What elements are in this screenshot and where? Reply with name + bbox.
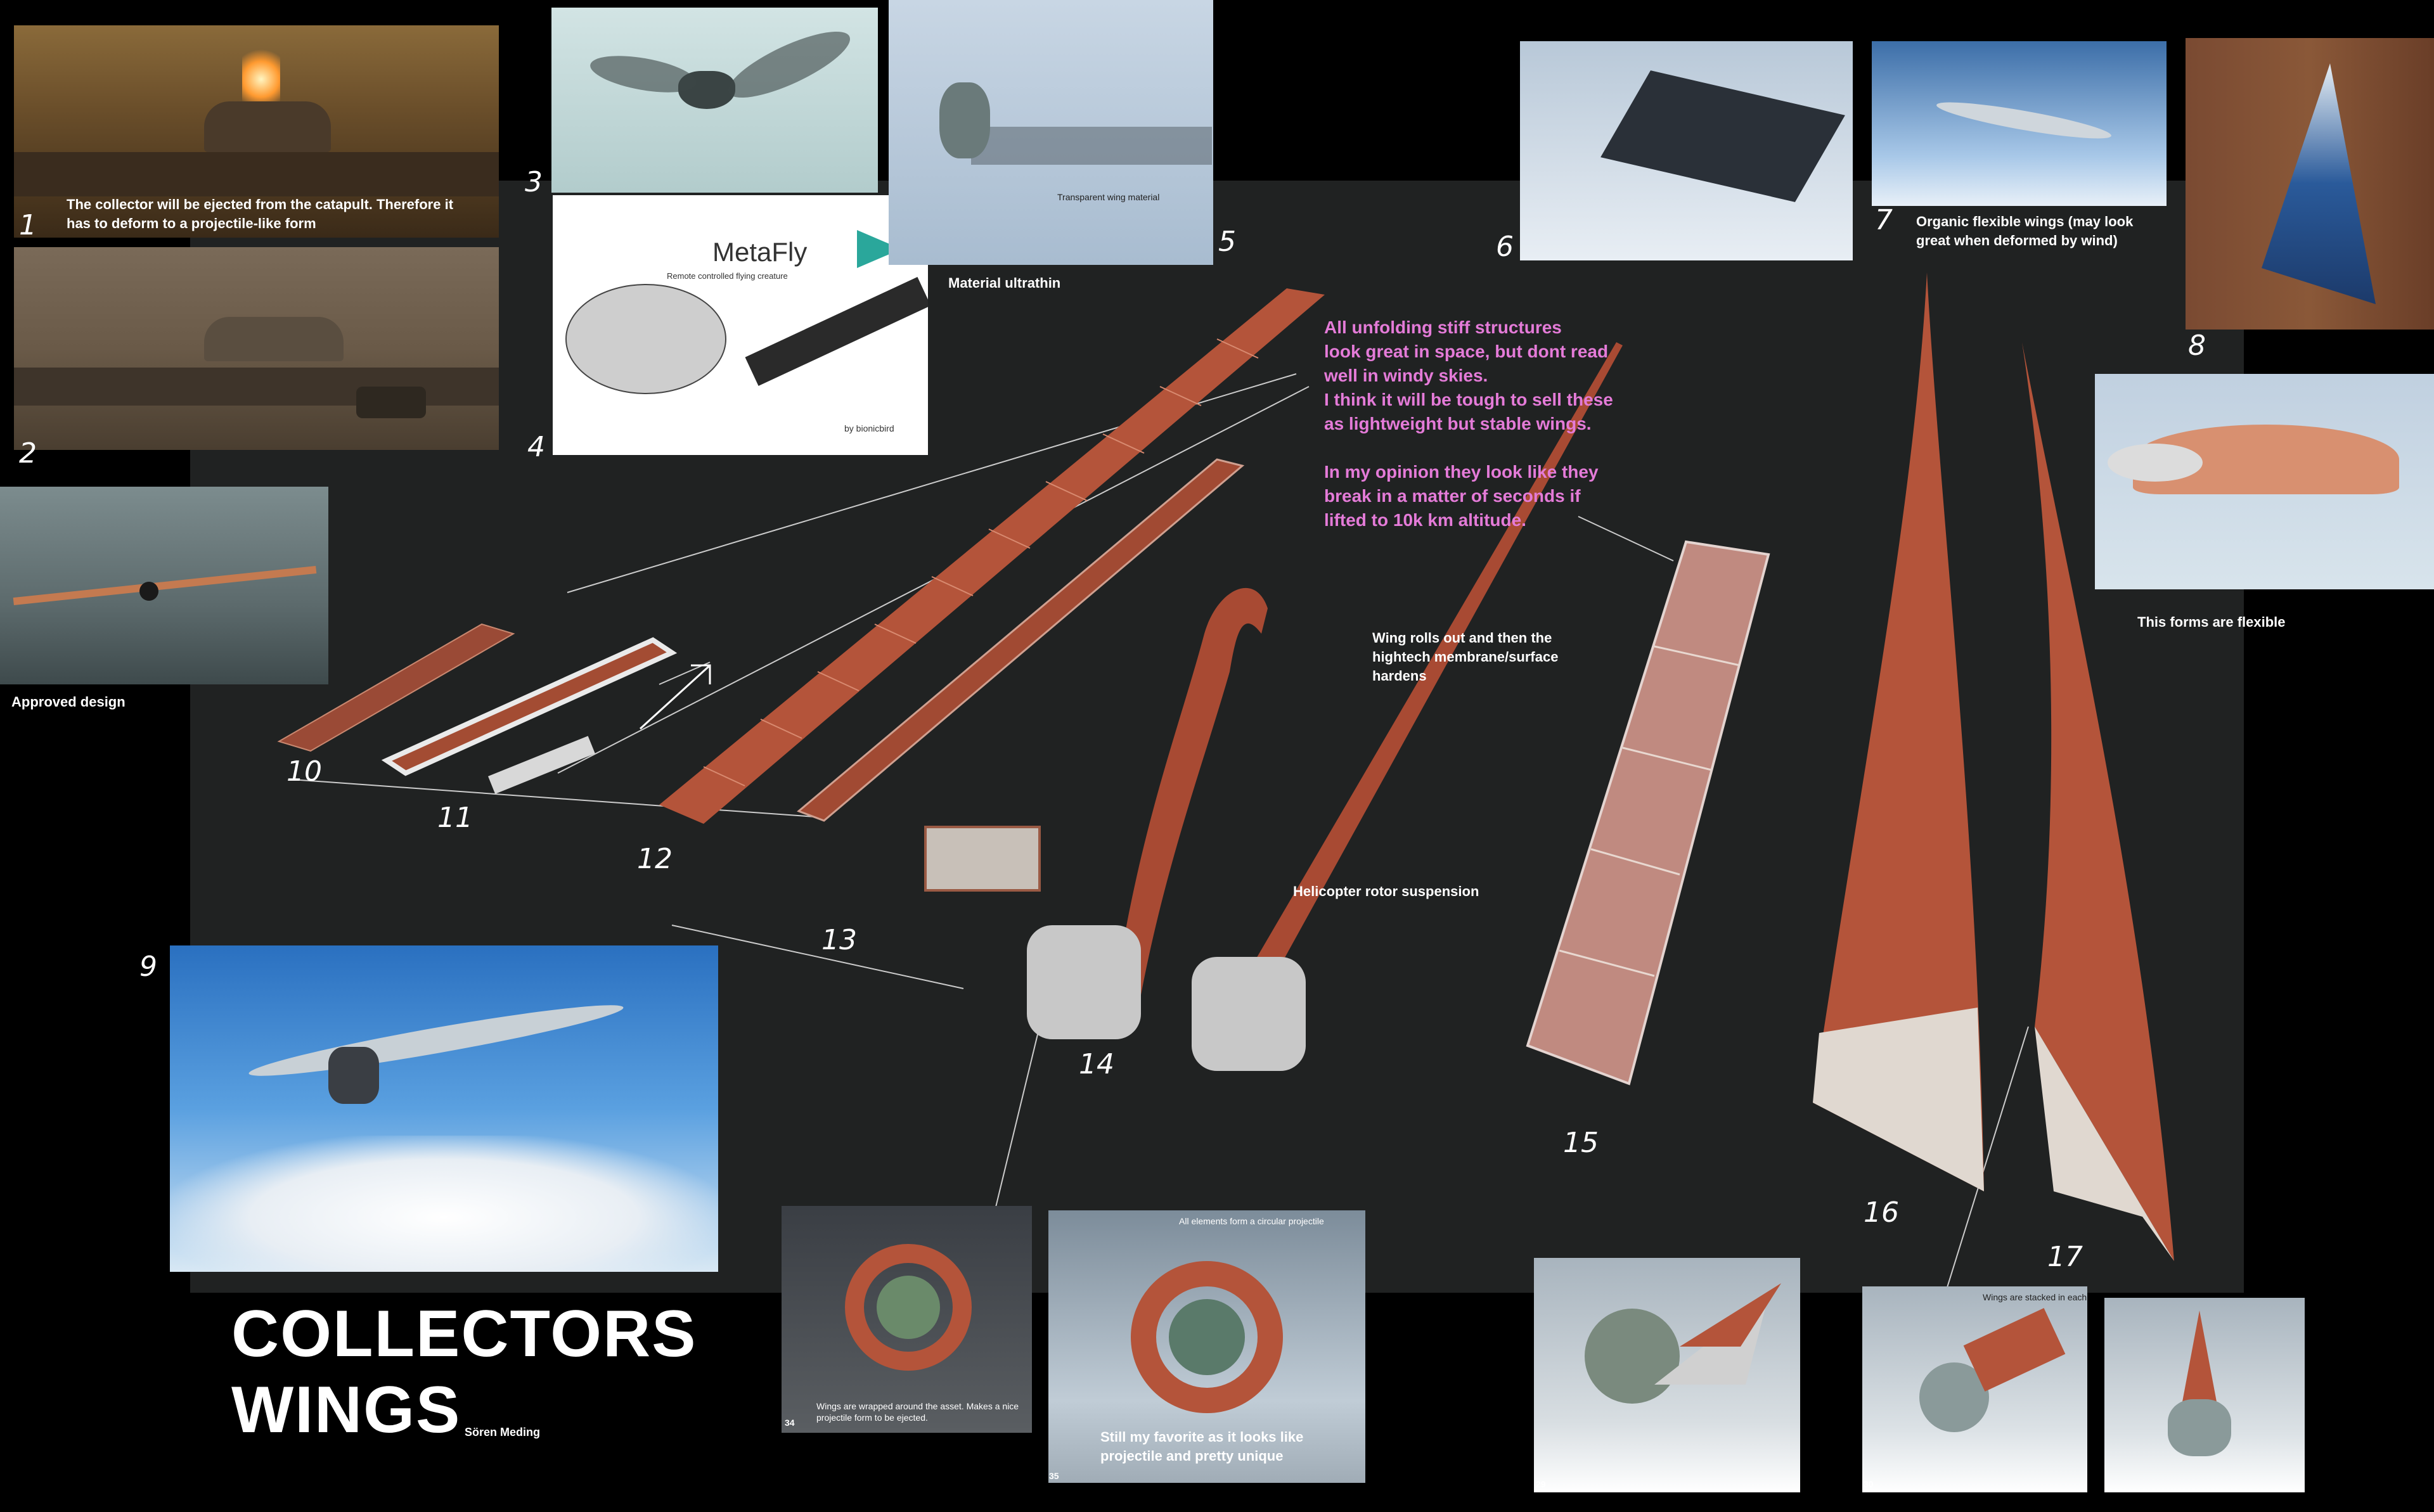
caption-wrapped: Wings are wrapped around the asset. Make… <box>816 1401 1019 1423</box>
ref-image-1-catapult-scene <box>14 25 499 238</box>
number-35: 35 <box>1049 1471 1059 1481</box>
ref-image-approved-design <box>0 487 328 684</box>
ref-image-8-windsurf-sail <box>2186 38 2434 330</box>
caption-wing-rolls: Wing rolls out and then the hightech mem… <box>1372 630 1559 684</box>
critique-line: well in windy skies. <box>1324 366 1488 385</box>
ref-image-4-metafly: MetaFly Remote controlled flying creatur… <box>553 195 928 455</box>
number-17: 17 <box>2047 1241 2083 1273</box>
board-title-line1: COLLECTORS <box>231 1297 697 1371</box>
number-12: 12 <box>637 843 673 875</box>
caption-material-ultrathin: Material ultrathin <box>948 275 1061 291</box>
critique-line: break in a matter of seconds if <box>1324 486 1581 506</box>
caption-helicopter: Helicopter rotor suspension <box>1293 883 1479 899</box>
number-8: 8 <box>2188 330 2206 362</box>
ref-image-3-insect-drone <box>551 8 878 193</box>
number-3: 3 <box>525 166 543 198</box>
ref-image-2-collector-landed <box>14 247 499 450</box>
number-2: 2 <box>19 437 37 470</box>
number-14: 14 <box>1079 1048 1114 1080</box>
number-13: 13 <box>821 924 857 956</box>
critique-line: In my opinion they look like they <box>1324 462 1599 482</box>
number-16: 16 <box>1864 1196 1899 1229</box>
board-title-line2: WINGS <box>231 1373 461 1447</box>
ref-image-flexible-form <box>2095 374 2434 589</box>
ref-image-7-organic-aircraft <box>1872 41 2167 206</box>
ref-image-35-circular-projectile <box>1048 1210 1365 1483</box>
caption-approved-design: Approved design <box>11 694 126 710</box>
ref-image-30-stacked-wings <box>1862 1286 2087 1492</box>
metafly-subtitle: Remote controlled flying creature <box>667 271 788 281</box>
author-credit: Sören Meding <box>465 1426 541 1438</box>
number-30: 30 <box>1864 1479 1874 1489</box>
number-10: 10 <box>287 755 322 788</box>
critique-line: I think it will be tough to sell these <box>1324 390 1613 409</box>
caption-circular: All elements form a circular projectile <box>1179 1216 1324 1226</box>
number-4: 4 <box>527 431 545 463</box>
number-34: 34 <box>785 1418 795 1428</box>
caption-favorite: Still my favorite as it looks like proje… <box>1100 1429 1304 1464</box>
number-11: 11 <box>437 802 473 834</box>
critique-line: All unfolding stiff structures <box>1324 317 1562 337</box>
number-29: 29 <box>1536 1479 1546 1489</box>
critique-note: All unfolding stiff structures look grea… <box>1324 316 1717 532</box>
critique-line: look great in space, but dont read <box>1324 342 1609 361</box>
ref-image-6-delta-wing <box>1520 41 1853 260</box>
ref-image-34-wrapped-wings <box>782 1206 1032 1433</box>
critique-line: as lightweight but stable wings. <box>1324 414 1592 433</box>
ref-image-31-vertical-pod <box>2104 1298 2305 1492</box>
ref-image-9-sky-flyer <box>170 945 718 1272</box>
caption-stacked: Wings are stacked in each <box>1983 1292 2087 1302</box>
number-15: 15 <box>1563 1127 1599 1159</box>
ref-image-29-wing-pod <box>1534 1258 1800 1492</box>
number-1: 1 <box>19 209 37 241</box>
bionicbird-logo: by bionicbird <box>844 423 894 433</box>
number-7: 7 <box>1875 204 1893 236</box>
metafly-logo: MetaFly <box>712 237 808 267</box>
caption-forms-flexible: This forms are flexible <box>2137 614 2286 630</box>
ref-image-5-transparent-wing <box>889 0 1213 265</box>
number-5: 5 <box>1218 226 1236 258</box>
number-6: 6 <box>1496 231 1514 263</box>
caption-collector-ejected: The collector will be ejected from the c… <box>67 196 454 231</box>
caption-organic-wings: Organic flexible wings (may look great w… <box>1916 214 2134 248</box>
number-9: 9 <box>139 951 157 983</box>
critique-line: lifted to 10k km altitude. <box>1324 510 1526 530</box>
caption-transparent-wing: Transparent wing material <box>1057 192 1160 202</box>
